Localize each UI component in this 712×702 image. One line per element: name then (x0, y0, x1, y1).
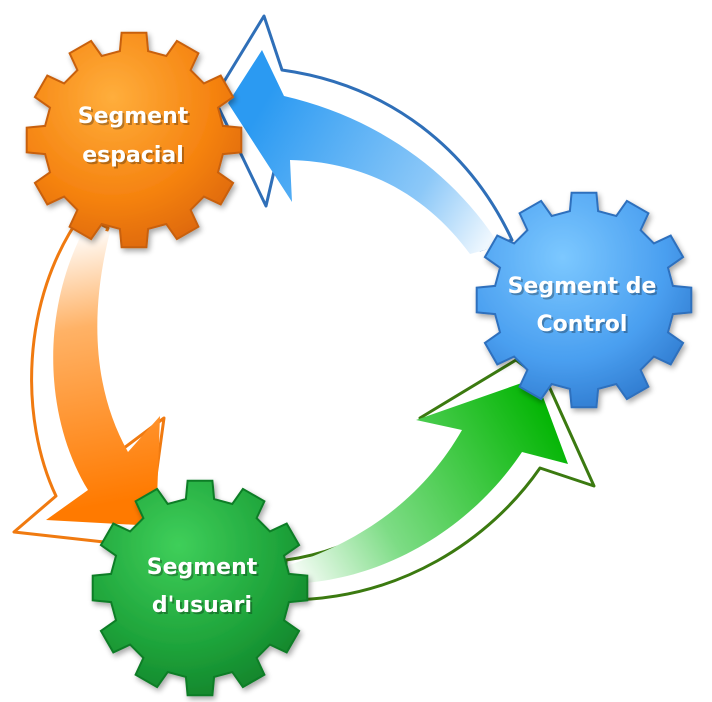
arrow-space-to-user (12, 212, 166, 546)
svg-text:Segment: Segment (149, 557, 260, 582)
label-segment-espacial-line1: Segment (78, 104, 189, 129)
svg-text:Segment de: Segment de (510, 276, 659, 301)
gear-shape-espacial (25, 31, 243, 249)
label-segment-de-control-line2: Control (537, 312, 628, 337)
svg-text:Segment: Segment (80, 106, 191, 131)
svg-text:espacial: espacial (84, 145, 186, 170)
gear-segment-dusuari: Segment Segment d'usuari d'usuari (91, 479, 309, 697)
arrow-control-to-space (212, 14, 514, 254)
gear-segment-de-control: Segment de Segment de Control Control (475, 191, 693, 409)
svg-text:d'usuari: d'usuari (154, 595, 254, 620)
label-segment-de-control-line1: Segment de (508, 274, 657, 299)
arrow-user-to-control (284, 358, 596, 602)
label-segment-espacial-line2: espacial (82, 143, 184, 168)
label-segment-dusuari-line2: d'usuari (152, 593, 252, 618)
svg-text:Control: Control (539, 314, 630, 339)
gear-shape-usuari (91, 479, 309, 697)
label-segment-dusuari-line1: Segment (147, 555, 258, 580)
gear-segment-espacial: Segment Segment espacial espacial (25, 31, 243, 249)
gear-shape-control (475, 191, 693, 409)
